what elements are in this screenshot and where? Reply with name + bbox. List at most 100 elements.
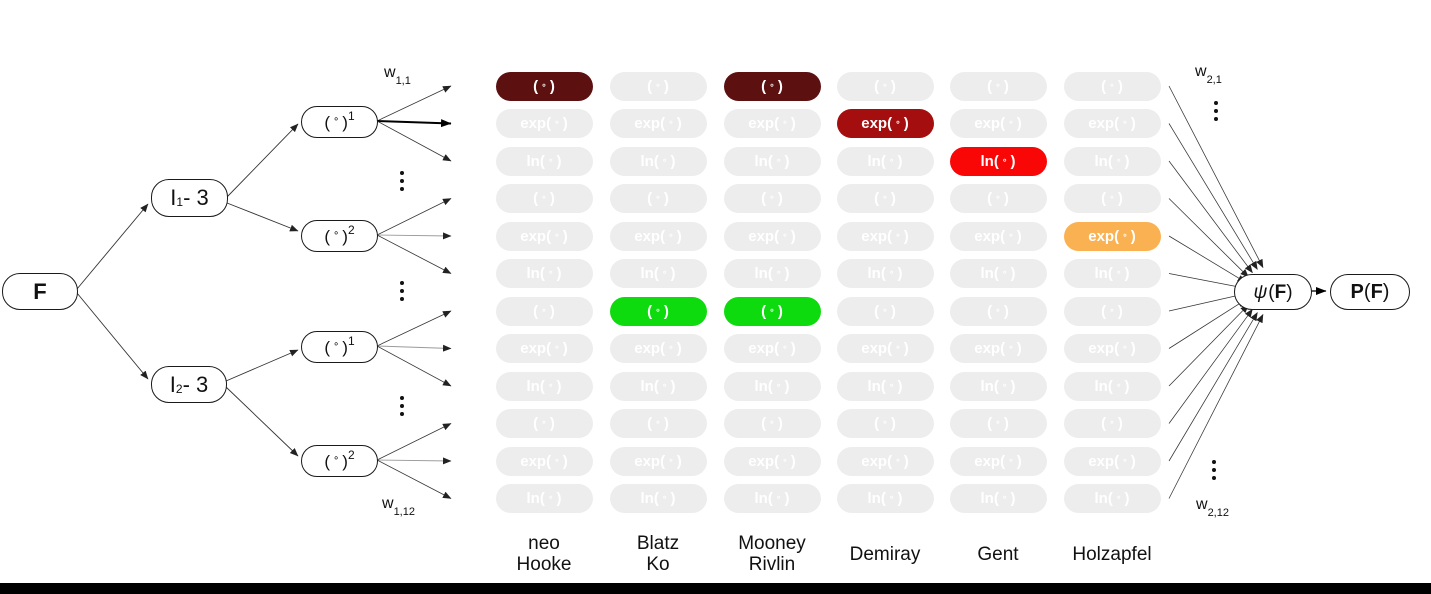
ring-operator: ∘ bbox=[1115, 492, 1122, 502]
model-label-line: Gent bbox=[977, 543, 1019, 565]
activation-cell-ln: ln(∘) bbox=[609, 146, 707, 176]
paren: ( bbox=[324, 112, 331, 132]
activation-cell-identity: (∘) bbox=[495, 296, 593, 326]
invariant-sub: 2 bbox=[175, 381, 183, 396]
weight-label-w1-12: w1,12 bbox=[382, 495, 415, 518]
ring-operator: ∘ bbox=[668, 117, 674, 127]
activation-cell-ln: ln(∘) bbox=[949, 371, 1047, 401]
activation-cell-ln: ln(∘) bbox=[1063, 146, 1161, 176]
ellipsis-dots bbox=[1211, 459, 1217, 481]
model-label-line: Ko bbox=[646, 554, 670, 575]
edge-w1 bbox=[376, 310, 452, 347]
activation-cell-identity: (∘) bbox=[723, 296, 821, 326]
ring-operator: ∘ bbox=[1008, 229, 1014, 240]
weight-base: w bbox=[384, 64, 396, 81]
paren: ) bbox=[342, 226, 348, 246]
ring-operator: ∘ bbox=[888, 267, 895, 277]
activation-cell-exp: exp(∘) bbox=[1063, 334, 1161, 363]
edge-w1 bbox=[376, 344, 452, 352]
activation-cell-exp: exp(∘) bbox=[495, 334, 593, 363]
ring-operator: ∘ bbox=[333, 114, 340, 125]
weight-sub: 2,1 bbox=[1206, 74, 1222, 87]
edge-w2 bbox=[1168, 160, 1253, 274]
ring-operator: ∘ bbox=[547, 154, 554, 165]
invariant-base: I bbox=[169, 371, 176, 397]
edge-I2-pow2 bbox=[225, 386, 299, 457]
activation-cell-identity: (∘) bbox=[1063, 409, 1161, 438]
weight-base: w bbox=[382, 495, 394, 512]
ring-operator: ∘ bbox=[1109, 79, 1115, 90]
edge-w1 bbox=[376, 120, 452, 162]
ring-operator: ∘ bbox=[661, 267, 668, 277]
ring-operator: ∘ bbox=[655, 304, 661, 315]
activation-cell-exp: exp(∘) bbox=[723, 221, 821, 251]
ring-operator: ∘ bbox=[1001, 154, 1008, 165]
edge-w1 bbox=[376, 232, 452, 240]
activation-cell-exp: exp(∘) bbox=[949, 109, 1047, 138]
deformation-symbol: F bbox=[1274, 281, 1287, 303]
ring-operator: ∘ bbox=[775, 267, 782, 277]
ring-operator: ∘ bbox=[782, 342, 788, 352]
ring-operator: ∘ bbox=[661, 154, 668, 165]
activation-cell-ln: ln(∘) bbox=[723, 484, 821, 513]
power-exponent: 1 bbox=[347, 334, 355, 348]
paren: ) bbox=[342, 112, 348, 132]
power-exponent: 2 bbox=[347, 448, 355, 462]
dot bbox=[1213, 108, 1219, 114]
invariant-sub: 1 bbox=[176, 195, 184, 209]
edge-w1 bbox=[376, 423, 452, 461]
dot bbox=[399, 403, 405, 409]
activation-cell-ln: ln(∘) bbox=[495, 259, 593, 288]
activation-cell-exp: exp(∘) bbox=[609, 109, 707, 138]
ring-operator: ∘ bbox=[882, 192, 888, 202]
ring-operator: ∘ bbox=[775, 492, 782, 502]
activation-cell-ln: ln(∘) bbox=[723, 146, 821, 176]
edge-w1 bbox=[376, 234, 452, 274]
activation-cell-ln: ln(∘) bbox=[949, 259, 1047, 288]
edge-w2 bbox=[1168, 198, 1249, 278]
ring-operator: ∘ bbox=[995, 304, 1001, 315]
weight-sub: 1,1 bbox=[395, 75, 411, 88]
ring-operator: ∘ bbox=[769, 192, 775, 202]
model-label-line: Holzapfel bbox=[1072, 543, 1152, 565]
edge-w1 bbox=[376, 119, 452, 128]
activation-cell-exp: exp(∘) bbox=[1063, 109, 1161, 138]
activation-cell-ln: ln(∘) bbox=[723, 371, 821, 401]
activation-cell-identity: (∘) bbox=[949, 184, 1047, 213]
model-label-demiray: Demiray bbox=[828, 530, 942, 578]
edge-w1 bbox=[376, 345, 452, 387]
activation-cell-ln: ln(∘) bbox=[723, 259, 821, 288]
power-exponent: 1 bbox=[347, 109, 355, 123]
activation-cell-identity: (∘) bbox=[1063, 184, 1161, 213]
activation-cell-identity: (∘) bbox=[1063, 296, 1161, 326]
ring-operator: ∘ bbox=[655, 417, 661, 427]
ring-operator: ∘ bbox=[1001, 267, 1008, 277]
ring-operator: ∘ bbox=[668, 454, 674, 465]
activation-cell-ln: ln(∘) bbox=[1063, 484, 1161, 513]
ring-operator: ∘ bbox=[882, 304, 888, 315]
dot bbox=[1213, 100, 1219, 106]
activation-cell-identity: (∘) bbox=[495, 71, 593, 101]
edge-w1 bbox=[376, 457, 452, 465]
activation-cell-exp: exp(∘) bbox=[836, 221, 934, 251]
model-label-holzapfel: Holzapfel bbox=[1055, 530, 1169, 578]
dot bbox=[399, 280, 405, 286]
activation-cell-ln: ln(∘) bbox=[495, 146, 593, 176]
psi-symbol: ψ bbox=[1253, 281, 1268, 303]
paren: ( bbox=[1363, 281, 1371, 303]
activation-cell-exp: exp(∘) bbox=[495, 109, 593, 138]
ellipsis-dots bbox=[399, 395, 405, 417]
activation-cell-ln: ln(∘) bbox=[609, 371, 707, 401]
activation-cell-ln: ln(∘) bbox=[1063, 259, 1161, 288]
ring-operator: ∘ bbox=[541, 192, 547, 202]
activation-cell-exp: exp(∘) bbox=[836, 446, 934, 476]
ring-operator: ∘ bbox=[1122, 117, 1128, 127]
ring-operator: ∘ bbox=[554, 117, 560, 127]
edge-w2 bbox=[1168, 304, 1249, 387]
ring-operator: ∘ bbox=[888, 379, 895, 390]
ring-operator: ∘ bbox=[1115, 379, 1122, 390]
ring-operator: ∘ bbox=[895, 117, 901, 127]
